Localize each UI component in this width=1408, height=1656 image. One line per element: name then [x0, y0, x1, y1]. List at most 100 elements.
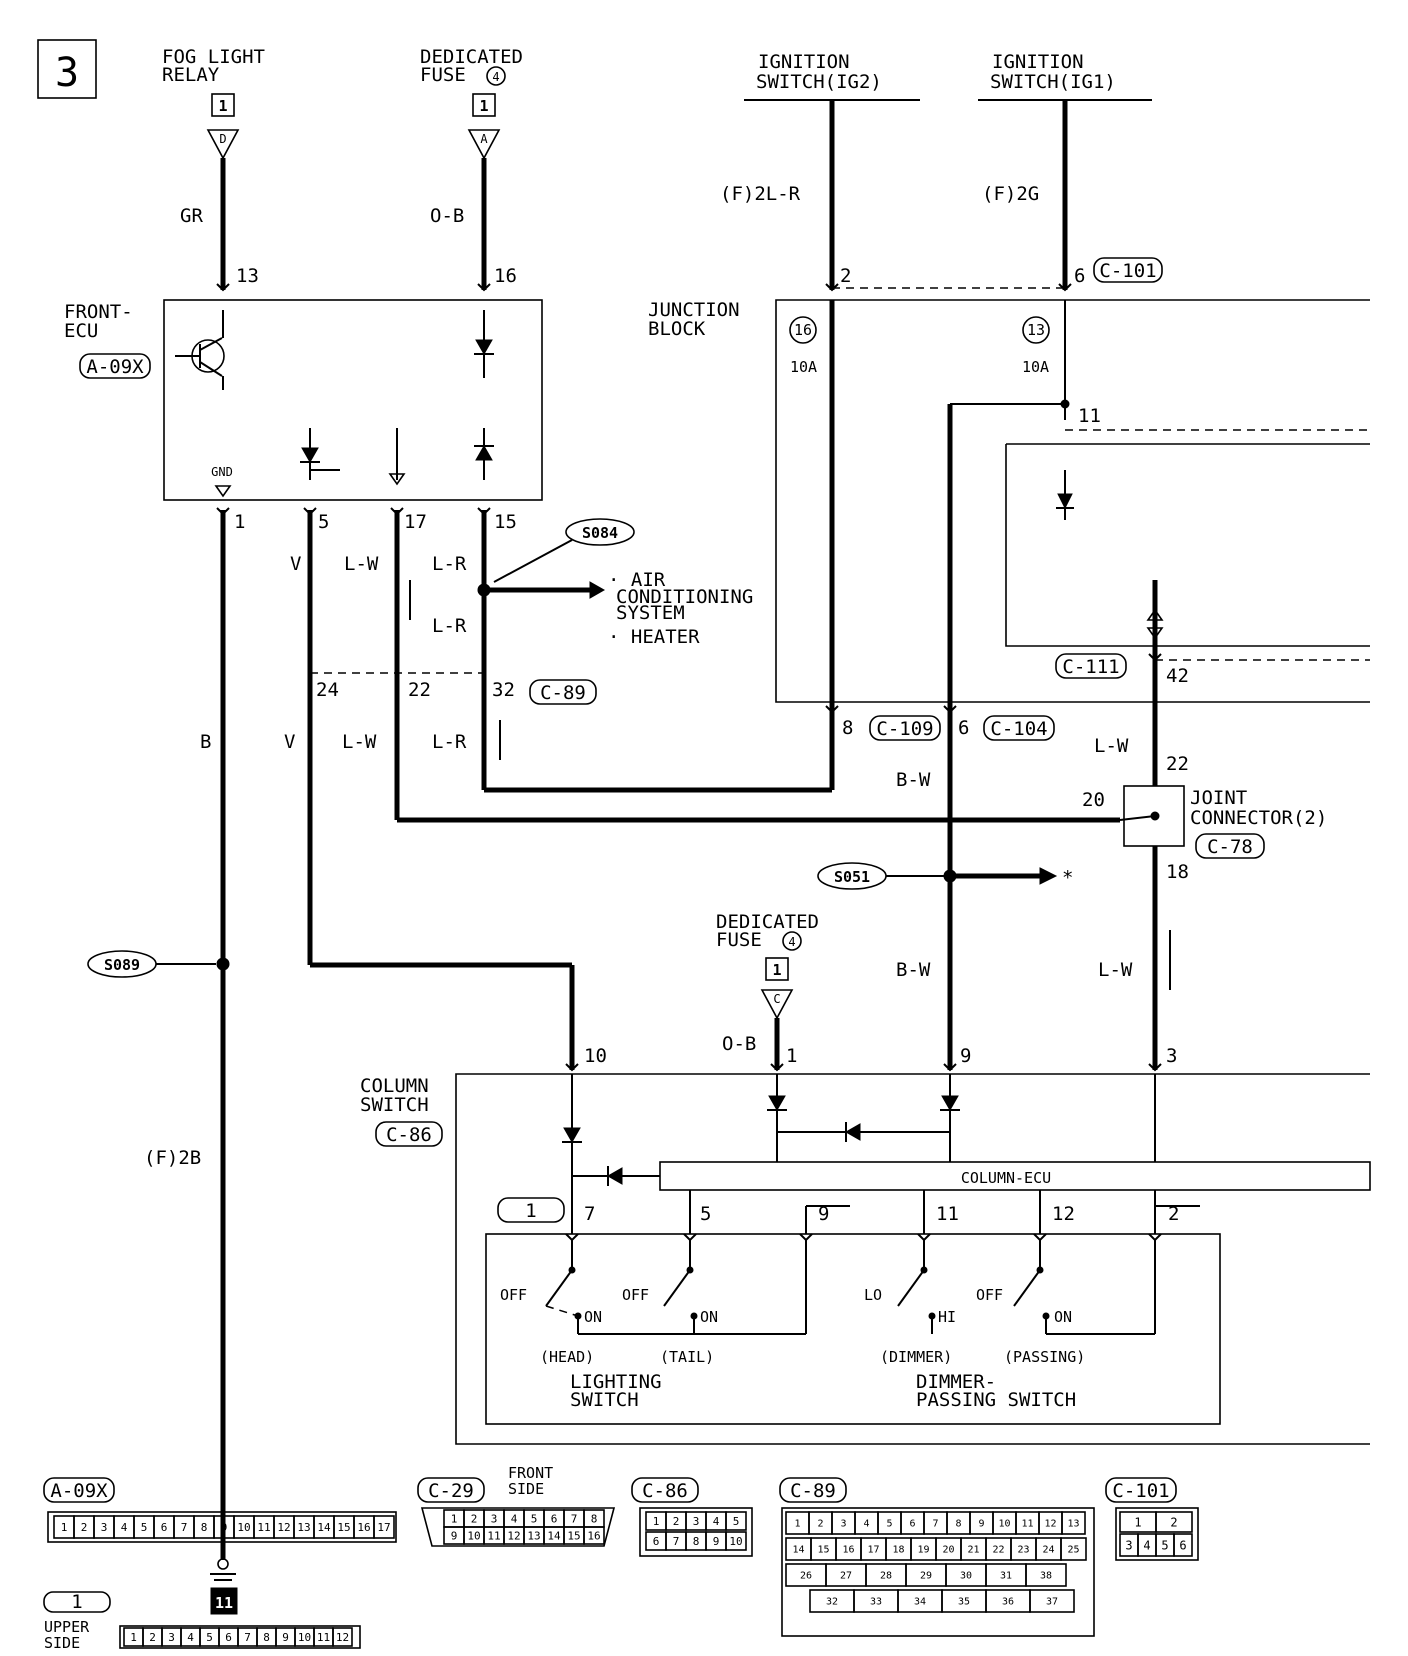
svg-text:8: 8 — [842, 717, 853, 739]
connector-pin-number: 3 — [1125, 1538, 1132, 1552]
svg-text:18: 18 — [1166, 861, 1189, 883]
svg-text:FOG LIGHT: FOG LIGHT — [162, 46, 265, 68]
svg-text:B: B — [200, 731, 211, 753]
svg-text:C-101: C-101 — [1099, 260, 1156, 282]
connector-pin-cell — [1061, 1511, 1086, 1535]
svg-text:1: 1 — [234, 511, 245, 533]
svg-text:C-111: C-111 — [1062, 656, 1119, 678]
svg-text:2: 2 — [1168, 1203, 1179, 1225]
svg-text:BLOCK: BLOCK — [648, 318, 706, 340]
connector-pin-number: 17 — [377, 1521, 390, 1534]
svg-text:DEDICATED: DEDICATED — [420, 46, 523, 68]
connector-pin-number: 5 — [206, 1631, 213, 1644]
connector-pin-number: 9 — [282, 1631, 289, 1644]
ac-heater-note: · AIR CONDITIONING SYSTEM · HEATER — [608, 569, 753, 648]
svg-text:11: 11 — [936, 1203, 959, 1225]
connector-pin-number: 6 — [225, 1631, 232, 1644]
connector-pin-number: 4 — [713, 1515, 720, 1528]
svg-text:(F)2G: (F)2G — [982, 183, 1039, 205]
svg-text:JOINT: JOINT — [1190, 787, 1247, 809]
svg-text:A-09X: A-09X — [86, 356, 144, 378]
front-ecu: FRONT- ECU A-09X GND 1 5 17 15 — [64, 299, 543, 533]
svg-text:SIDE: SIDE — [44, 1634, 80, 1652]
connector-pin-number: 3 — [491, 1512, 498, 1525]
svg-text:GND: GND — [211, 465, 233, 479]
svg-text:L-R: L-R — [432, 553, 467, 575]
page-number: 3 — [55, 50, 79, 96]
svg-text:11: 11 — [215, 1594, 233, 1612]
svg-text:(HEAD): (HEAD) — [540, 1348, 594, 1366]
connector-pin-number: 32 — [826, 1597, 838, 1608]
connector-pin-number: 12 — [507, 1529, 520, 1542]
svg-text:S084: S084 — [582, 524, 618, 542]
svg-text:SWITCH: SWITCH — [570, 1389, 639, 1411]
svg-text:13: 13 — [1027, 321, 1045, 339]
connector-pin-number: 12 — [336, 1631, 349, 1644]
connector-pin-number: 5 — [531, 1512, 538, 1525]
ignition-switch-ig2: IGNITION SWITCH(IG2) (F)2L-R 2 — [720, 51, 920, 291]
connector-pin-number: 7 — [244, 1631, 251, 1644]
connector-pin-number: 14 — [792, 1545, 804, 1556]
svg-text:A-09X: A-09X — [50, 1480, 108, 1502]
svg-text:16: 16 — [794, 321, 812, 339]
connector-pin-number: 35 — [958, 1597, 970, 1608]
connector-pin-number: 11 — [257, 1521, 270, 1534]
connector-pin-number: 16 — [357, 1521, 370, 1534]
dedicated-fuse-low-source: DEDICATED FUSE 4 1 C O-B 1 — [716, 911, 819, 1070]
connector-pin-number: 38 — [1040, 1571, 1052, 1582]
svg-text:IGNITION: IGNITION — [758, 51, 850, 73]
connector-pin-number: 9 — [221, 1521, 228, 1534]
connector-pin-number: 20 — [942, 1545, 954, 1556]
connector-pin-number: 4 — [187, 1631, 194, 1644]
svg-text:16: 16 — [494, 265, 517, 287]
svg-text:4: 4 — [492, 70, 499, 84]
svg-text:DEDICATED: DEDICATED — [716, 911, 819, 933]
svg-text:12: 12 — [1052, 1203, 1075, 1225]
splice-s051: S051 * — [817, 862, 1073, 890]
connector-pin-number: 25 — [1067, 1545, 1079, 1556]
svg-text:ECU: ECU — [64, 320, 98, 342]
connector-pin-number: 7 — [181, 1521, 188, 1534]
connector-pin-number: 21 — [967, 1545, 979, 1556]
svg-text:*: * — [1062, 867, 1073, 889]
connector-pin-number: 2 — [149, 1631, 156, 1644]
connector-pin-number: 14 — [317, 1521, 331, 1534]
connector-pin-cell — [725, 1511, 747, 1531]
svg-text:(F)2L-R: (F)2L-R — [720, 183, 801, 205]
svg-text:LIGHTING: LIGHTING — [570, 1371, 662, 1393]
svg-text:V: V — [290, 553, 301, 575]
connector-pin-number: 28 — [880, 1571, 892, 1582]
svg-text:17: 17 — [404, 511, 427, 533]
connector-pin-cell — [1060, 1537, 1087, 1561]
svg-text:L-W: L-W — [344, 553, 379, 575]
svg-text:SYSTEM: SYSTEM — [616, 602, 685, 624]
connector-pin-number: 7 — [932, 1519, 938, 1530]
ground: (F)2B 11 — [144, 1147, 238, 1615]
svg-text:13: 13 — [236, 265, 259, 287]
svg-text:· AIR: · AIR — [608, 569, 666, 591]
svg-text:GR: GR — [180, 205, 203, 227]
connector-pin-number: 10 — [467, 1529, 480, 1542]
connector-pin-cell — [725, 1531, 747, 1551]
connector-pin-number: 12 — [1044, 1519, 1056, 1530]
svg-text:SWITCH: SWITCH — [360, 1094, 429, 1116]
svg-text:32: 32 — [492, 679, 515, 701]
connector-pin-number: 4 — [1143, 1538, 1150, 1552]
connector-pin-number: 5 — [733, 1515, 740, 1528]
svg-text:C-89: C-89 — [790, 1480, 836, 1502]
connector-pin-number: 5 — [1161, 1538, 1168, 1552]
connector-pin-number: 14 — [547, 1529, 561, 1542]
svg-text:PASSING SWITCH: PASSING SWITCH — [916, 1389, 1076, 1411]
svg-text:L-R: L-R — [432, 731, 467, 753]
svg-text:1: 1 — [786, 1045, 797, 1067]
svg-text:L-W: L-W — [342, 731, 377, 753]
svg-text:9: 9 — [960, 1045, 971, 1067]
svg-text:L-W: L-W — [1098, 959, 1133, 981]
connector-pin-number: 3 — [693, 1515, 700, 1528]
connector-pin-number: 2 — [817, 1519, 823, 1530]
connector-pin-number: 1 — [1134, 1515, 1141, 1529]
connector-pin-number: 9 — [978, 1519, 984, 1530]
